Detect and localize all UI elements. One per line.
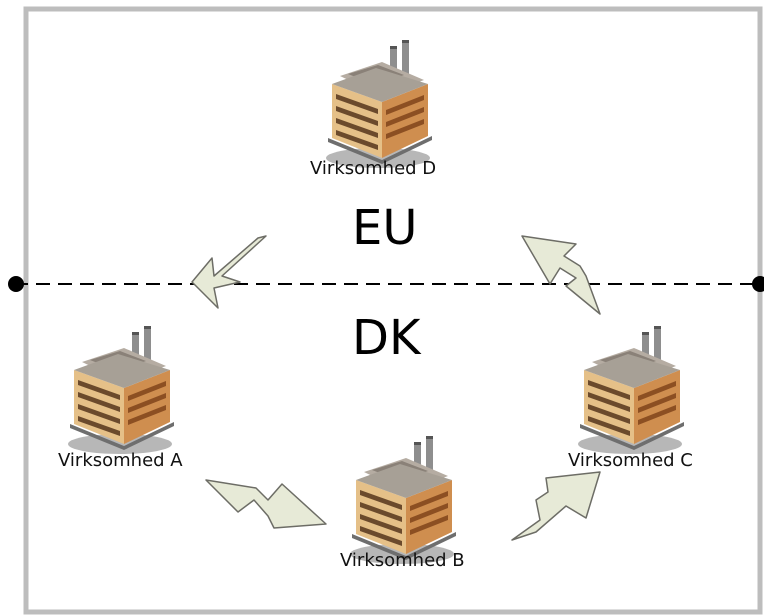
company-label-a: Virksomhed A [58,450,183,471]
company-label-c: Virksomhed C [568,450,693,471]
border-endpoint-left [8,276,24,292]
arrow-icon-a-to-b [205,479,327,529]
region-label-dk: DK [352,310,421,366]
arrow-icon-d-to-a [191,235,267,309]
region-label-eu: EU [352,200,418,256]
company-label-d: Virksomhed D [310,158,437,179]
company-label-b: Virksomhed B [340,550,465,571]
arrow-icon-b-to-c [511,471,601,541]
border-endpoint-right [752,276,764,292]
arrow-icon-c-to-d [521,235,601,315]
